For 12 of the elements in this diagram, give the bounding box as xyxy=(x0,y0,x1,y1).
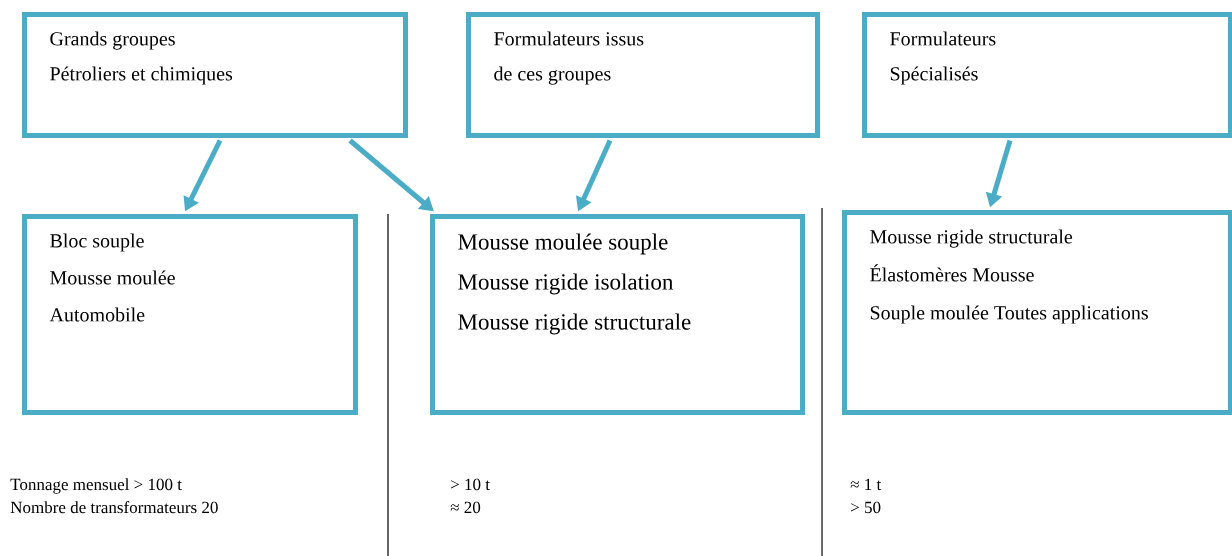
group-box: Formulateurs Spécialisés xyxy=(862,12,1232,138)
stat-text: Nombre de transformateurs 20 xyxy=(10,501,218,514)
stat-text: > 50 xyxy=(851,501,881,514)
group-box: Formulateurs issus de ces groupes xyxy=(466,12,820,138)
stat-text: > 10 t xyxy=(451,478,490,491)
product-box: Mousse rigide structurale Élastomères Mousse Souple moulée Toutes applications xyxy=(842,210,1232,415)
stat-text: ≈ 20 xyxy=(450,501,481,514)
stat-text: Tonnage mensuel > 100 t xyxy=(10,478,182,494)
group-box: Grands groupes Pétroliers et chimiques xyxy=(22,12,408,138)
product-box: Bloc souple Mousse moulée Automobile xyxy=(22,214,358,415)
product-box: Mousse moulée souple Mousse rigide isolation Mousse rigide structurale xyxy=(430,214,805,415)
stat-text: ≈ 1 t xyxy=(850,478,882,491)
